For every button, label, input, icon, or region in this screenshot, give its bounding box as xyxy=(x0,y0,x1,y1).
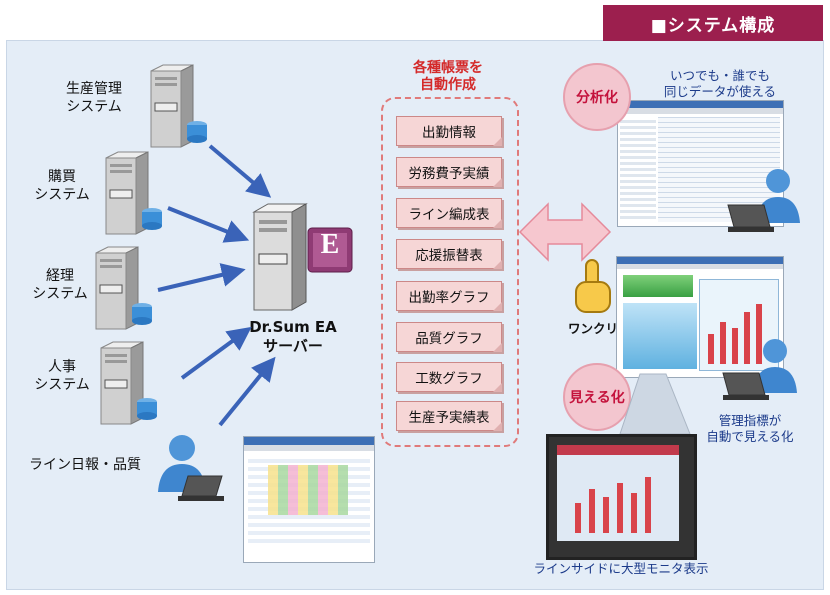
visible-caption-line2: 自動で見える化 xyxy=(706,429,794,444)
dashboard-screenshot xyxy=(616,256,784,378)
analysis-caption-line1: いつでも・誰でも xyxy=(669,68,770,83)
monitor-photo xyxy=(546,434,697,560)
analysis-caption: いつでも・誰でも 同じデータが使える xyxy=(645,68,795,100)
pointing-hand-icon xyxy=(575,259,611,313)
arrow-hr xyxy=(180,326,252,380)
arrow-accounting xyxy=(157,263,246,292)
line-report-screenshot xyxy=(243,436,375,563)
reports-title-line1: 各種帳票を xyxy=(413,60,483,76)
visible-caption: 管理指標が 自動で見える化 xyxy=(690,413,810,445)
server-icon-production xyxy=(150,64,207,148)
report-item: 応援振替表 xyxy=(396,239,502,269)
source-label-line-report: ライン日報・品質 xyxy=(29,457,141,473)
report-item: 労務費予実績 xyxy=(396,157,502,187)
drsum-logo-letter: E xyxy=(320,229,340,260)
server-icon-accounting xyxy=(95,246,152,330)
server-label-line1: Dr.Sum EA xyxy=(249,318,337,336)
oneclick-label: ワンクリ xyxy=(567,321,618,336)
arrow-line-report xyxy=(218,356,276,427)
report-item: 出勤情報 xyxy=(396,116,502,146)
arrow-purchasing xyxy=(167,206,250,243)
source-label-accounting: 経理 システム xyxy=(32,268,88,302)
server-label: Dr.Sum EA サーバー xyxy=(238,318,348,356)
reports-title-line2: 自動作成 xyxy=(420,77,476,93)
analysis-caption-line2: 同じデータが使える xyxy=(663,84,777,99)
page-title: ■システム構成 xyxy=(603,5,823,41)
reports-title: 各種帳票を 自動作成 xyxy=(381,60,515,94)
source-label-purchasing: 購買 システム xyxy=(34,169,90,203)
report-item: ライン編成表 xyxy=(396,198,502,228)
bidirectional-arrow xyxy=(518,202,612,262)
report-item: 工数グラフ xyxy=(396,362,502,392)
user-laptop-icon xyxy=(158,435,224,501)
drsum-server-icon xyxy=(252,203,353,311)
report-item: 品質グラフ xyxy=(396,322,502,352)
user-laptop-icon-analysis xyxy=(727,169,800,232)
source-label-hr: 人事 システム xyxy=(34,359,90,393)
analysis-bubble: 分析化 xyxy=(563,63,631,131)
user-laptop-icon-dashboard xyxy=(722,339,797,400)
server-icon-purchasing xyxy=(105,151,162,235)
visible-bubble: 見える化 xyxy=(563,363,631,431)
report-item: 出勤率グラフ xyxy=(396,281,502,311)
source-label-production: 生産管理 システム xyxy=(66,81,122,115)
arrow-production xyxy=(208,144,272,198)
server-icon-hr xyxy=(100,341,157,425)
visible-caption-line1: 管理指標が xyxy=(718,413,782,428)
report-item: 生産予実績表 xyxy=(396,401,502,431)
server-label-line2: サーバー xyxy=(263,337,323,355)
monitor-caption: ラインサイドに大型モニタ表示 xyxy=(533,561,709,576)
